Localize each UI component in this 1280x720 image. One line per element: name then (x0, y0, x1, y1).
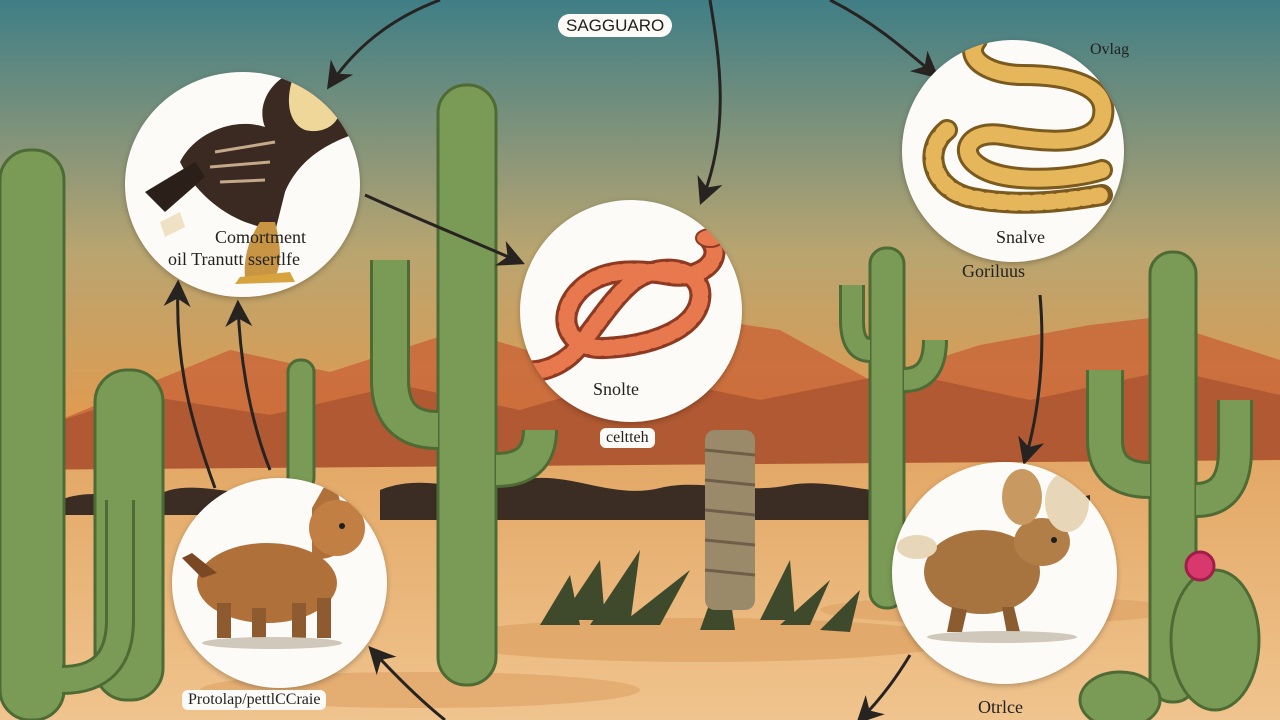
arrow-right-down (1018, 294, 1045, 466)
snake-icon (520, 228, 726, 383)
fox-label: Protolap/pettlCCraie (182, 690, 327, 710)
snake-right-label: Snalve (990, 226, 1051, 248)
arrow-top-right (829, 0, 940, 79)
arrow-bottom-right (856, 654, 912, 720)
right-sub-label: Goriluus (962, 261, 1025, 281)
top-label: SAGGUARO (558, 14, 673, 37)
center-sub-label: celtteh (600, 428, 655, 448)
node-fox (172, 478, 387, 688)
right-tag-label: Ovlag (1090, 41, 1130, 58)
hawk-label-line2: oil Tranutt ssertlfe (168, 249, 301, 269)
prickly-pear (1078, 550, 1261, 720)
arrow-left-up (163, 279, 217, 489)
arrow-bottom-left (368, 646, 446, 720)
cactus-mid-small (286, 358, 316, 492)
food-web-arrows (163, 0, 1045, 720)
arrow-top-left (327, 0, 441, 90)
arrow-top-center (697, 0, 723, 206)
arrow-left-mid (225, 299, 272, 471)
snake-center-label: Snolte (593, 379, 640, 399)
node-hawk (125, 72, 360, 297)
fox-icon (182, 478, 365, 649)
arrow-hawk-to-snake (364, 193, 525, 266)
node-rodent (892, 462, 1117, 684)
snake-icon (922, 40, 1115, 214)
cactus-center (370, 83, 558, 687)
rodent-icon (897, 469, 1089, 643)
cactus-left-big (0, 148, 165, 720)
node-snake-right (902, 40, 1124, 262)
hawk-icon (145, 72, 360, 284)
rodent-label: Otrlce (978, 697, 1023, 717)
node-snake-center (520, 200, 742, 422)
cactus-right-mid (839, 246, 948, 610)
hawk-label-line1: Comortment (215, 227, 306, 247)
yucca-trunk (704, 430, 756, 610)
